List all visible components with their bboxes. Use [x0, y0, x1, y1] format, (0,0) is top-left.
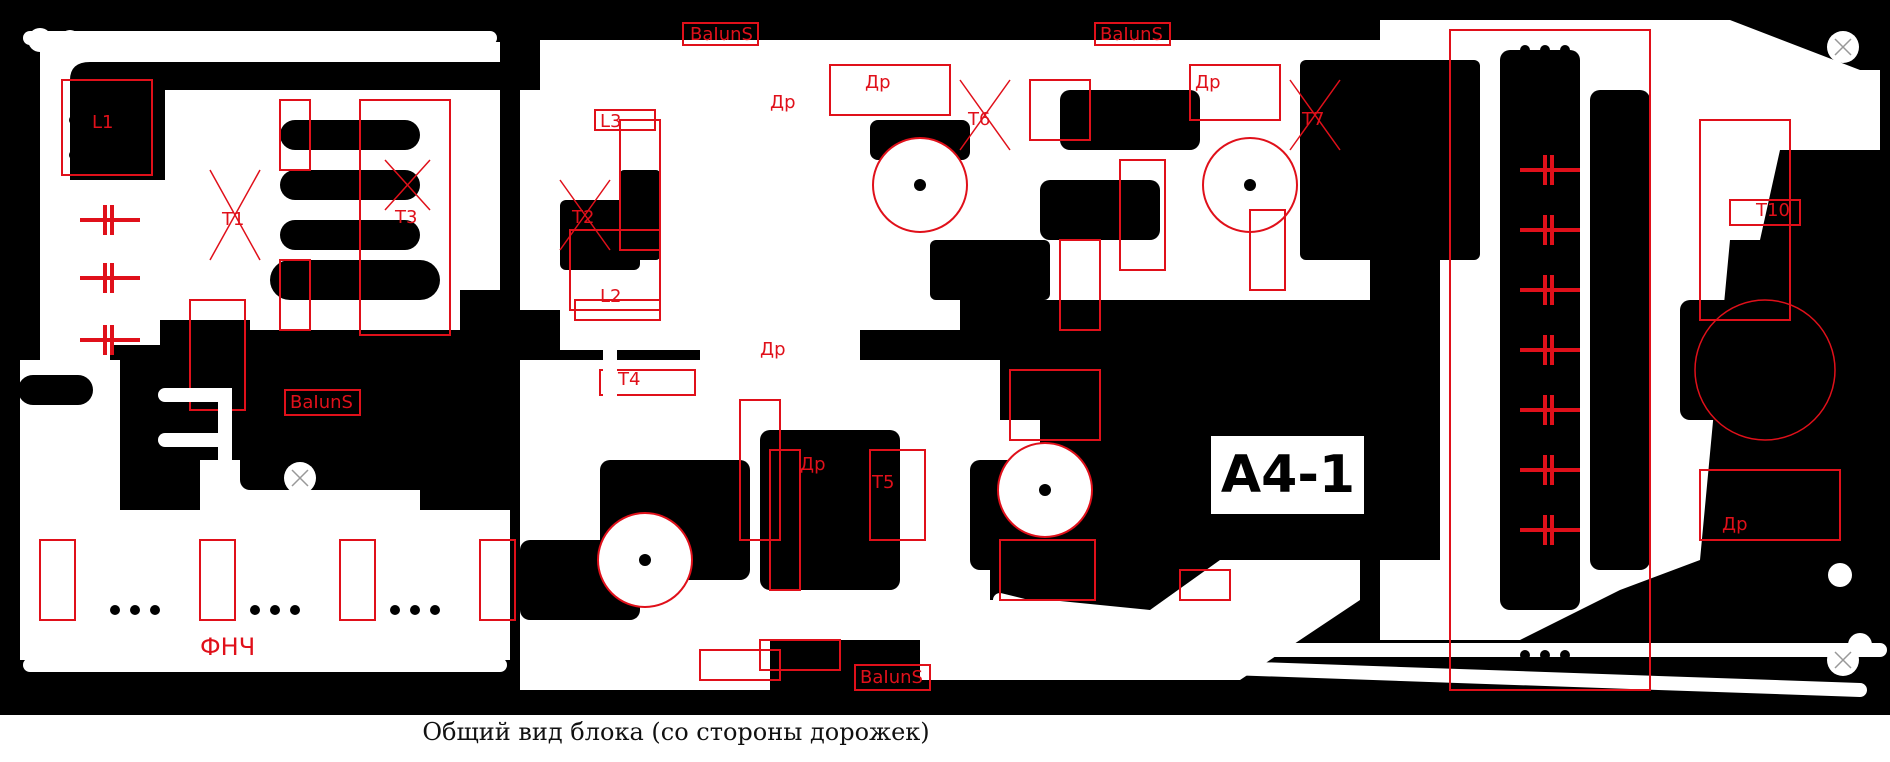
label-choke-4: Др — [760, 339, 786, 360]
label-l2: L2 — [600, 286, 621, 307]
figure-caption: Общий вид блока (со стороны дорожек) — [422, 718, 930, 746]
board-marker-text: A4-1 — [1221, 445, 1355, 505]
label-t7: T7 — [1301, 109, 1324, 130]
silkscreen-outlines — [39, 22, 1841, 691]
edge-pads-left — [18, 375, 93, 405]
mounting-hole-3 — [1827, 644, 1859, 676]
label-balun-3: BaIunS — [290, 392, 353, 413]
label-choke-5: Др — [800, 454, 826, 475]
mounting-holes — [284, 31, 1859, 676]
silkscreen-labels: L1 L2 L3 T1 T2 T3 T4 T5 T6 T7 T10 Др Др … — [92, 24, 1790, 688]
label-choke-3: Др — [1195, 72, 1221, 93]
transistor-t5-body — [997, 442, 1093, 538]
board-marker: A4-1 — [1209, 434, 1366, 516]
label-balun-2: BaIunS — [1100, 24, 1163, 45]
transistor-t6-body — [872, 137, 968, 233]
isolation-traces — [23, 31, 1887, 697]
label-t5: T5 — [871, 472, 894, 493]
mounting-hole-1 — [284, 462, 316, 494]
label-l1: L1 — [92, 112, 113, 133]
pin-pads — [69, 45, 1570, 660]
transistor-t4-body — [597, 512, 693, 608]
label-choke-1: Др — [770, 92, 796, 113]
label-choke-2: Др — [865, 72, 891, 93]
label-t2: T2 — [571, 207, 594, 228]
left-capacitor-symbols — [80, 155, 1580, 545]
white-traces — [158, 193, 837, 477]
label-t1: T1 — [221, 209, 244, 230]
label-balun-4: BaIunS — [860, 667, 923, 688]
mounting-hole-2 — [1827, 31, 1859, 63]
label-t4: T4 — [617, 369, 640, 390]
label-filter: ФНЧ — [200, 633, 255, 661]
coil-outline — [1694, 299, 1836, 441]
label-l3: L3 — [600, 111, 621, 132]
label-balun-1: BaIunS — [690, 24, 753, 45]
label-t10: T10 — [1755, 200, 1790, 221]
round-pads — [28, 28, 1872, 667]
label-t3: T3 — [394, 207, 417, 228]
label-t6: T6 — [967, 109, 990, 130]
component-crosses — [209, 79, 1341, 261]
transistor-footprints — [597, 137, 1836, 608]
label-choke-6: Др — [1722, 514, 1748, 535]
